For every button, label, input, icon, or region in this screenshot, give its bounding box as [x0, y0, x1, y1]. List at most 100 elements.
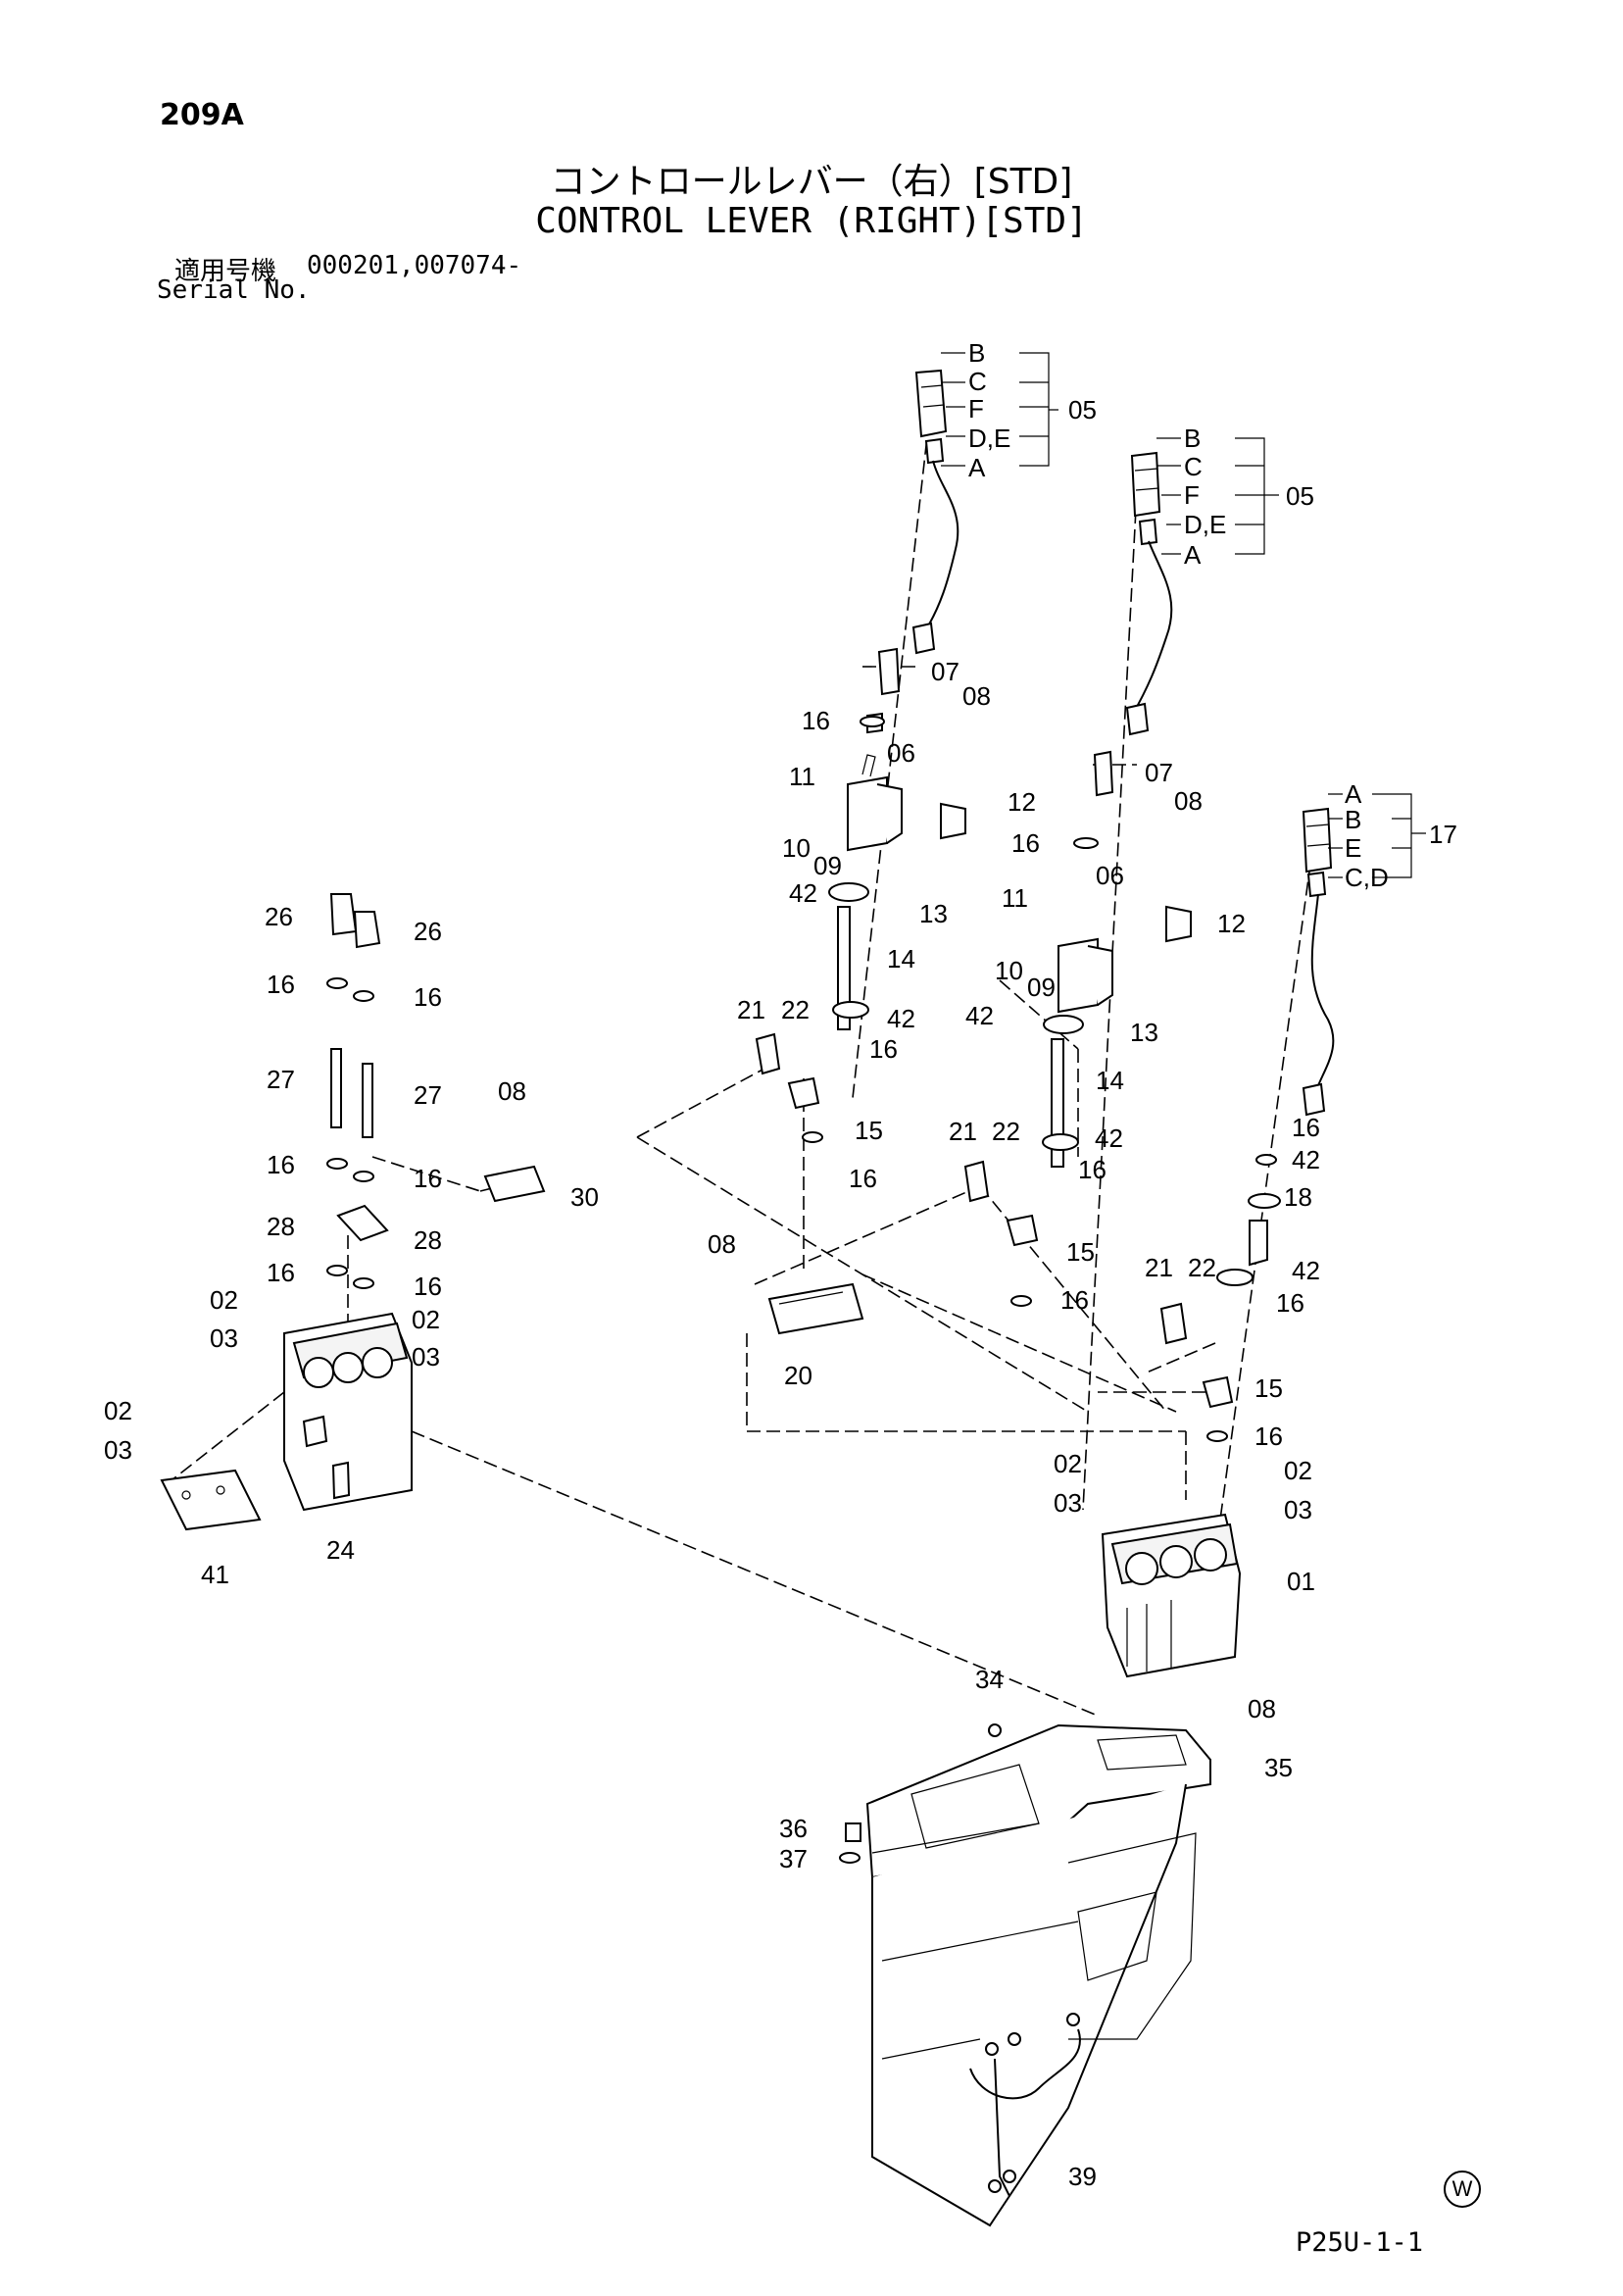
callout-42: 42 — [1095, 1123, 1123, 1153]
callout-02: 02 — [104, 1396, 132, 1425]
callout-16: 16 — [414, 982, 442, 1012]
callout-08: 08 — [962, 681, 991, 711]
callout-15: 15 — [855, 1116, 883, 1145]
callout-16: 16 — [1078, 1155, 1107, 1184]
callout-02: 02 — [1054, 1449, 1082, 1478]
switch-1-label-c: C — [968, 367, 987, 396]
left-valve-assembly — [160, 893, 864, 1531]
callout-22: 22 — [781, 995, 810, 1024]
callout-12: 12 — [1217, 909, 1246, 938]
callout-36: 36 — [779, 1814, 808, 1843]
callout-11: 11 — [789, 762, 815, 791]
callout-21: 21 — [1145, 1253, 1173, 1282]
callout-03: 03 — [1054, 1488, 1082, 1518]
callout-22: 22 — [992, 1117, 1020, 1146]
callout-07: 07 — [1145, 758, 1173, 787]
callout-02: 02 — [210, 1285, 238, 1315]
callout-26: 26 — [414, 917, 442, 946]
callout-11: 11 — [1002, 883, 1028, 913]
callout-42: 42 — [1292, 1256, 1320, 1285]
callout-17: 17 — [1429, 820, 1457, 849]
callout-16: 16 — [267, 970, 295, 999]
callout-16: 16 — [414, 1272, 442, 1301]
callout-16: 16 — [869, 1034, 898, 1064]
title-english: CONTROL LEVER (RIGHT)[STD] — [535, 201, 1088, 241]
callout-15: 15 — [1254, 1373, 1283, 1403]
callout-21: 21 — [949, 1117, 977, 1146]
callout-16: 16 — [1060, 1285, 1089, 1315]
callout-08: 08 — [1248, 1694, 1276, 1723]
callout-12: 12 — [1008, 787, 1036, 817]
switch-3-label-cd: C,D — [1345, 863, 1389, 892]
callout-14: 14 — [1096, 1066, 1124, 1095]
callout-35: 35 — [1264, 1753, 1293, 1782]
switch-1-label-a: A — [968, 453, 986, 482]
callout-22: 22 — [1188, 1253, 1216, 1282]
title-japanese: コントロールレバー（右）[STD] — [550, 162, 1073, 202]
switch-1-label-b: B — [968, 338, 986, 368]
switch-2-label-a: A — [1184, 540, 1202, 570]
callout-42: 42 — [1292, 1145, 1320, 1174]
callout-28: 28 — [414, 1225, 442, 1255]
callout-16: 16 — [1011, 828, 1040, 858]
callout-42: 42 — [789, 878, 817, 908]
callout-09: 09 — [1027, 973, 1056, 1002]
callout-13: 13 — [1130, 1018, 1158, 1047]
callout-27: 27 — [414, 1080, 442, 1110]
callout-26: 26 — [265, 902, 293, 931]
callout-03: 03 — [412, 1342, 440, 1372]
serial-label-japanese: 適用号機 — [174, 257, 277, 286]
callout-07: 07 — [931, 657, 959, 686]
callout-16: 16 — [1254, 1422, 1283, 1451]
callout-16: 16 — [1276, 1288, 1304, 1318]
callout-06: 06 — [1096, 861, 1124, 890]
callout-02: 02 — [1284, 1456, 1312, 1485]
assembly-guide-lines — [171, 401, 1314, 1717]
w-mark-symbol: W — [1444, 2171, 1481, 2208]
switch-3-label-b: B — [1345, 805, 1362, 834]
figure-code: P25U-1-1 — [1296, 2227, 1424, 2258]
callout-03: 03 — [210, 1323, 238, 1353]
callout-28: 28 — [267, 1212, 295, 1241]
callout-03: 03 — [104, 1435, 132, 1465]
callout-16: 16 — [802, 706, 830, 735]
lever-assembly-2 — [963, 451, 1192, 1307]
callout-09: 09 — [813, 851, 842, 880]
switch-1-label-de: D,E — [968, 424, 1011, 453]
switch-2-label-b: B — [1184, 424, 1202, 453]
switch-3-label-a: A — [1345, 779, 1362, 809]
serial-numbers: 000201,007074- — [307, 251, 522, 280]
callout-42: 42 — [965, 1001, 994, 1030]
callout-14: 14 — [887, 944, 915, 973]
switch-2-label-c: C — [1184, 452, 1203, 481]
switch-2-label-de: D,E — [1184, 510, 1227, 539]
callout-41: 41 — [201, 1560, 229, 1589]
callout-21: 21 — [737, 995, 765, 1024]
callout-15: 15 — [1066, 1237, 1095, 1267]
callout-16: 16 — [267, 1150, 295, 1179]
callout-20: 20 — [784, 1361, 812, 1390]
callout-16: 16 — [849, 1164, 877, 1193]
lever-assembly-1 — [755, 369, 966, 1143]
lever-assembly-3 — [1159, 807, 1335, 1442]
callout-05: 05 — [1286, 481, 1314, 511]
callout-16: 16 — [267, 1258, 295, 1287]
callout-01: 01 — [1287, 1567, 1315, 1596]
serial-label-english: Serial No. — [157, 275, 311, 305]
callout-10: 10 — [782, 833, 811, 863]
callout-02: 02 — [412, 1305, 440, 1334]
callout-10: 10 — [995, 956, 1023, 985]
switch-2-label-f: F — [1184, 480, 1200, 510]
leader-lines — [941, 352, 1426, 878]
callout-08: 08 — [708, 1229, 736, 1259]
callout-37: 37 — [779, 1844, 808, 1873]
callout-34: 34 — [975, 1665, 1004, 1694]
callout-08: 08 — [1174, 786, 1203, 816]
switch-1-label-f: F — [968, 394, 984, 424]
console-35-and-frame — [839, 1723, 1211, 2227]
callout-39: 39 — [1068, 2162, 1097, 2191]
callout-16: 16 — [414, 1164, 442, 1193]
callout-42: 42 — [887, 1004, 915, 1033]
